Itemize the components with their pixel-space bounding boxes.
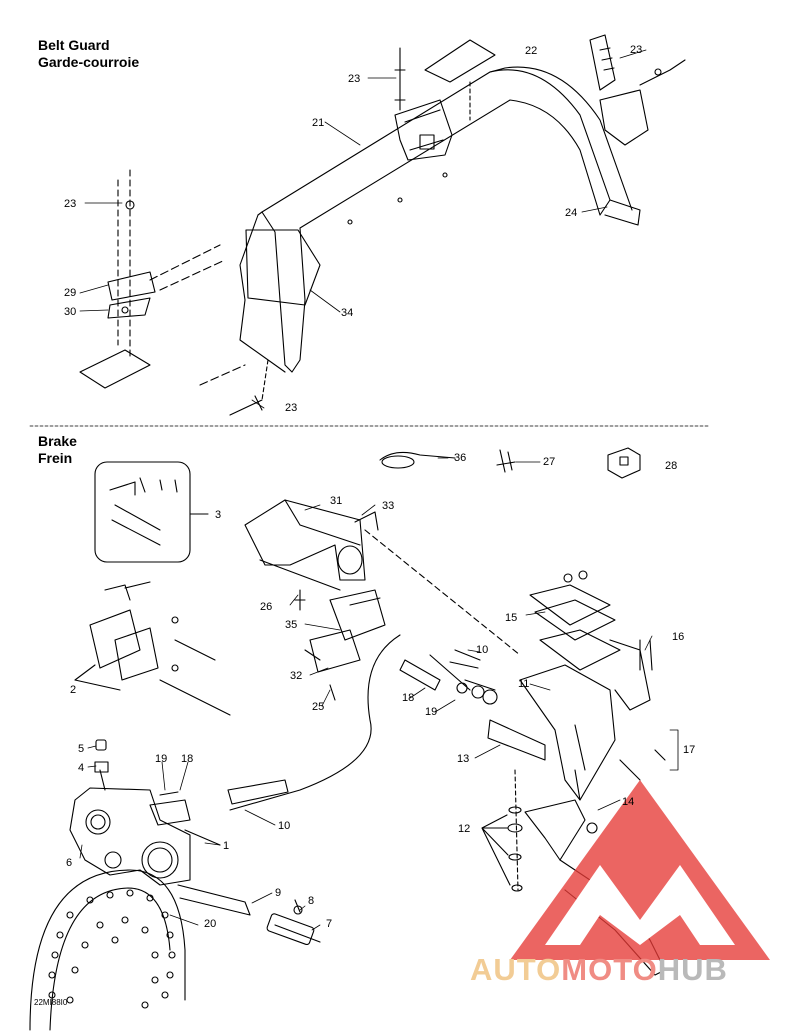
callout-20: 20 bbox=[204, 918, 217, 930]
callout-34: 34 bbox=[341, 307, 354, 319]
callout-18: 18 bbox=[181, 753, 194, 765]
callout-19: 19 bbox=[155, 753, 168, 765]
callout-6: 6 bbox=[66, 857, 73, 869]
callout-10: 10 bbox=[278, 820, 291, 832]
callout-13: 13 bbox=[457, 753, 470, 765]
brake-title-fr: Frein bbox=[38, 450, 73, 466]
callout-17: 17 bbox=[683, 744, 696, 756]
callout-22: 22 bbox=[525, 45, 538, 57]
belt-guard-part-21 bbox=[239, 66, 633, 373]
callout-31: 31 bbox=[330, 495, 343, 507]
callout-18: 18 bbox=[402, 692, 415, 704]
callout-19: 19 bbox=[425, 706, 438, 718]
callout-3: 3 bbox=[215, 509, 222, 521]
callout-8: 8 bbox=[308, 895, 315, 907]
watermark-part-moto: MOTO bbox=[561, 952, 658, 987]
brake-title-en: Brake bbox=[38, 433, 77, 449]
brake-disc-20 bbox=[29, 869, 186, 1031]
master-cylinder-11 bbox=[399, 570, 666, 801]
diagram-code: 22MI88I0 bbox=[34, 998, 68, 1007]
callout-1: 1 bbox=[223, 840, 230, 852]
callout-24: 24 bbox=[565, 207, 578, 219]
belt-guard-latch-22 bbox=[394, 39, 496, 161]
callout-2: 2 bbox=[70, 684, 77, 696]
accessories-36-27-28 bbox=[379, 447, 641, 479]
callout-23: 23 bbox=[348, 73, 361, 85]
watermark-text: AUTOMOTOHUB bbox=[470, 952, 728, 988]
callout-26: 26 bbox=[260, 601, 273, 613]
callout-9: 9 bbox=[275, 887, 282, 899]
watermark-part-hub: HUB bbox=[657, 952, 728, 987]
belt-guard-bracket-24 bbox=[589, 34, 686, 226]
brake-caliper-1 bbox=[69, 739, 321, 946]
callout-4: 4 bbox=[78, 762, 85, 774]
watermark-part-auto: AUTO bbox=[470, 952, 562, 987]
belt-guard-leader-lines bbox=[79, 49, 647, 409]
callout-23: 23 bbox=[64, 198, 77, 210]
belt-guard-screw-23 bbox=[229, 359, 269, 416]
callout-10: 10 bbox=[476, 644, 489, 656]
callout-23: 23 bbox=[630, 44, 643, 56]
callout-29: 29 bbox=[64, 287, 77, 299]
callout-28: 28 bbox=[665, 460, 678, 472]
hardware-kit-box-3 bbox=[94, 461, 209, 563]
callout-30: 30 bbox=[64, 306, 77, 318]
callout-32: 32 bbox=[290, 670, 303, 682]
callout-25: 25 bbox=[312, 701, 325, 713]
brake-leader-lines bbox=[79, 457, 679, 931]
belt-guard-title: Belt Guard Garde-courroie bbox=[38, 37, 139, 71]
callout-14: 14 bbox=[622, 796, 635, 808]
callout-5: 5 bbox=[78, 743, 85, 755]
callout-36: 36 bbox=[454, 452, 467, 464]
watermark-logo bbox=[510, 780, 770, 960]
brake-pads-2 bbox=[74, 581, 231, 716]
callout-12: 12 bbox=[458, 823, 471, 835]
hydraulic-hose-10 bbox=[227, 529, 521, 811]
callout-7: 7 bbox=[326, 918, 333, 930]
callout-16: 16 bbox=[672, 631, 685, 643]
belt-guard-mount-29-30 bbox=[79, 169, 246, 389]
callout-23: 23 bbox=[285, 402, 298, 414]
brake-title: Brake Frein bbox=[38, 433, 77, 467]
belt-guard-title-fr: Garde-courroie bbox=[38, 54, 140, 70]
switch-bracket-35 bbox=[294, 589, 386, 701]
callout-21: 21 bbox=[312, 117, 325, 129]
disc-holes bbox=[48, 889, 176, 1009]
callout-15: 15 bbox=[505, 612, 518, 624]
callout-27: 27 bbox=[543, 456, 556, 468]
reservoir-cover-31 bbox=[244, 499, 379, 591]
callout-11: 11 bbox=[518, 678, 530, 690]
callout-33: 33 bbox=[382, 500, 395, 512]
belt-guard-title-en: Belt Guard bbox=[38, 37, 110, 53]
callout-35: 35 bbox=[285, 619, 298, 631]
